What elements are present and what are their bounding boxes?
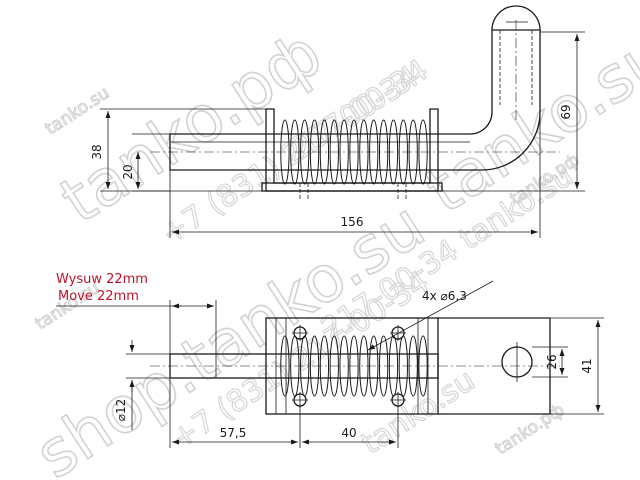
dim-41-label: 41 (580, 358, 594, 373)
top-pin-hidden (499, 30, 533, 105)
dim-156-label: 156 (341, 215, 364, 229)
hole-callout-leader (367, 280, 494, 351)
stroke-annotation-pl: Wysuw 22mm (56, 272, 148, 287)
dim-20-label: 20 (121, 164, 135, 179)
dim-57-label: 57,5 (220, 426, 247, 440)
dim-38-label: 38 (90, 144, 104, 159)
watermark-tanko-rf-bottom: tanko.рф (492, 400, 568, 459)
dim-40-label: 40 (341, 426, 356, 440)
dim-69-label: 69 (559, 104, 573, 119)
watermark-tanko-su-corner: tanko.su (42, 83, 113, 139)
dim-d12-label: ⌀12 (114, 399, 128, 422)
top-pin-handle-cap (491, 5, 541, 31)
bottom-view: Wysuw 22mm Move 22mm 4x ⌀6,3 26 41 ⌀12 5… (56, 272, 604, 448)
hole-callout-label: 4x ⌀6,3 (422, 289, 467, 303)
stroke-annotation-en: Move 22mm (58, 289, 139, 304)
dim-26-label: 26 (545, 354, 559, 369)
top-bracket-plate (261, 182, 443, 192)
top-view: 38 20 156 69 (90, 5, 585, 238)
